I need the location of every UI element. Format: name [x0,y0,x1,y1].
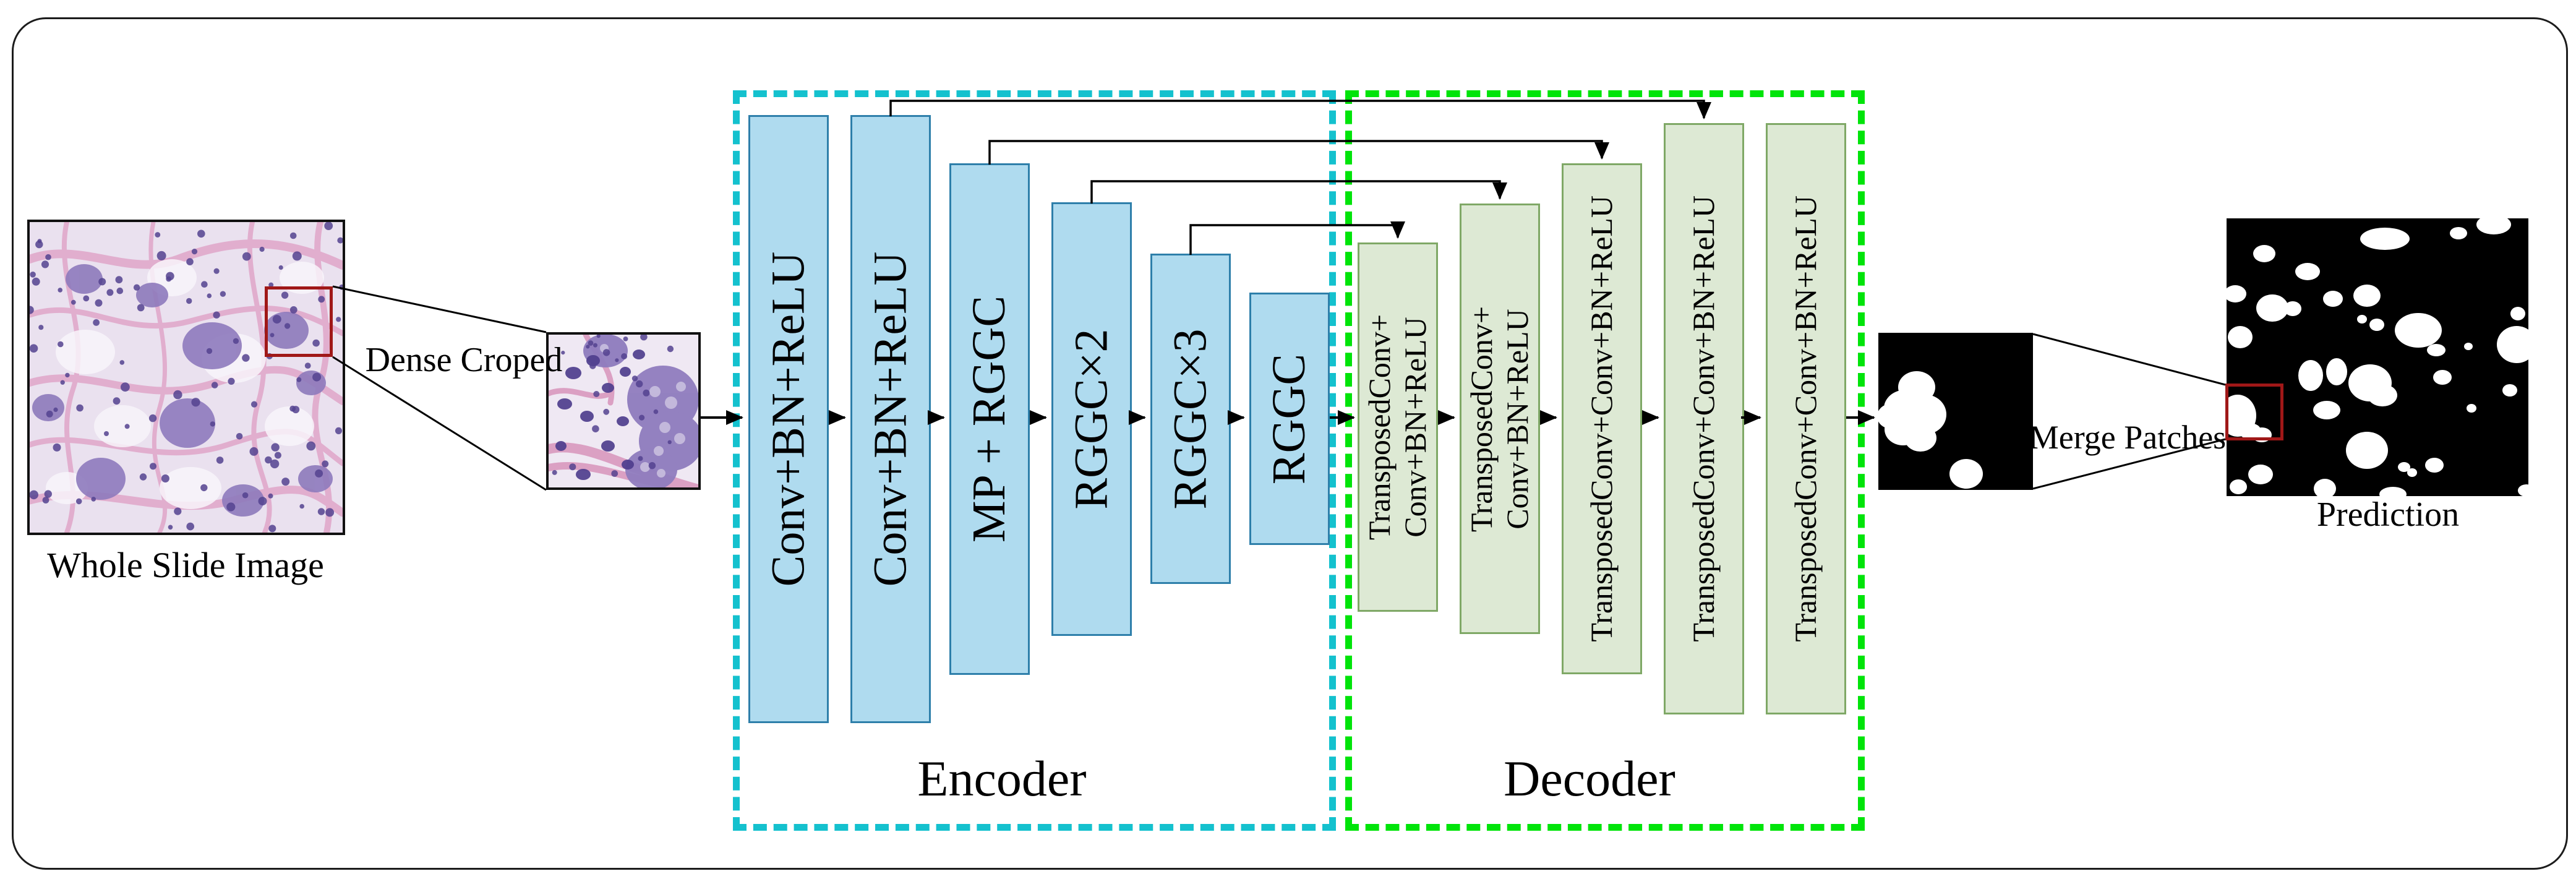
prediction-patch-highlight-box [2225,384,2283,440]
encoder-block-conv2: Conv+BN+ReLU [850,115,931,723]
decoder-block-1-line2: Conv+BN+ReLU [1398,317,1433,538]
decoder-block-2: TransposedConv+Conv+BN+ReLU [1460,204,1540,634]
cropped-patch-image [546,332,701,490]
encoder-block-rggc2-label: RGGC×2 [1065,328,1118,510]
encoder-title: Encoder [917,750,1087,807]
decoder-block-5: TransposedConv+Conv+BN+ReLU [1766,123,1846,714]
decoder-block-4: TransposedConv+Conv+BN+ReLU [1664,123,1744,714]
decoder-block-1-label: TransposedConv+Conv+BN+ReLU [1363,314,1434,540]
whole-slide-image [27,220,345,535]
mask-patch-graphic [1878,333,2033,490]
dense-crop-label: Dense Croped [365,341,563,379]
wsi-label: Whole Slide Image [47,545,324,585]
decoder-block-1-line1: TransposedConv+ [1362,314,1397,541]
decoder-block-2-label: TransposedConv+Conv+BN+ReLU [1465,306,1536,531]
encoder-block-mp-rggc: MP + RGGC [949,163,1030,675]
encoder-dashed-box [733,90,1336,831]
decoder-block-2-line1: TransposedConv+ [1464,306,1499,532]
prediction-image [2227,218,2528,496]
decoder-block-1: TransposedConv+Conv+BN+ReLU [1358,242,1438,612]
encoder-block-rggc3-label: RGGC×3 [1164,328,1217,510]
encoder-block-conv1: Conv+BN+ReLU [748,115,829,723]
histology-image-graphic [30,222,343,533]
decoder-title: Decoder [1504,750,1675,807]
histology-crop-graphic [549,335,698,487]
decoder-block-5-label: TransposedConv+Conv+BN+ReLU [1788,195,1823,642]
mask-patch-image [1878,333,2033,490]
merge-patches-label: Merge Patches [2029,419,2227,456]
decoder-block-3: TransposedConv+Conv+BN+ReLU [1562,163,1642,674]
prediction-mask-graphic [2227,218,2528,496]
encoder-block-rggc2: RGGC×2 [1051,202,1132,636]
decoder-block-3-label: TransposedConv+Conv+BN+ReLU [1584,195,1619,642]
encoder-block-mp-rggc-label: MP + RGGC [963,295,1016,543]
encoder-block-conv1-label: Conv+BN+ReLU [762,251,815,587]
decoder-dashed-box [1345,90,1865,831]
encoder-block-rggc: RGGC [1249,293,1330,545]
encoder-block-conv2-label: Conv+BN+ReLU [864,251,917,587]
encoder-block-rggc-label: RGGC [1263,353,1316,484]
decoder-block-4-label: TransposedConv+Conv+BN+ReLU [1686,195,1721,642]
prediction-label: Prediction [2316,495,2460,534]
encoder-block-rggc3: RGGC×3 [1150,254,1231,584]
decoder-block-2-line2: Conv+BN+ReLU [1500,308,1535,530]
wsi-crop-highlight-box [265,286,333,357]
